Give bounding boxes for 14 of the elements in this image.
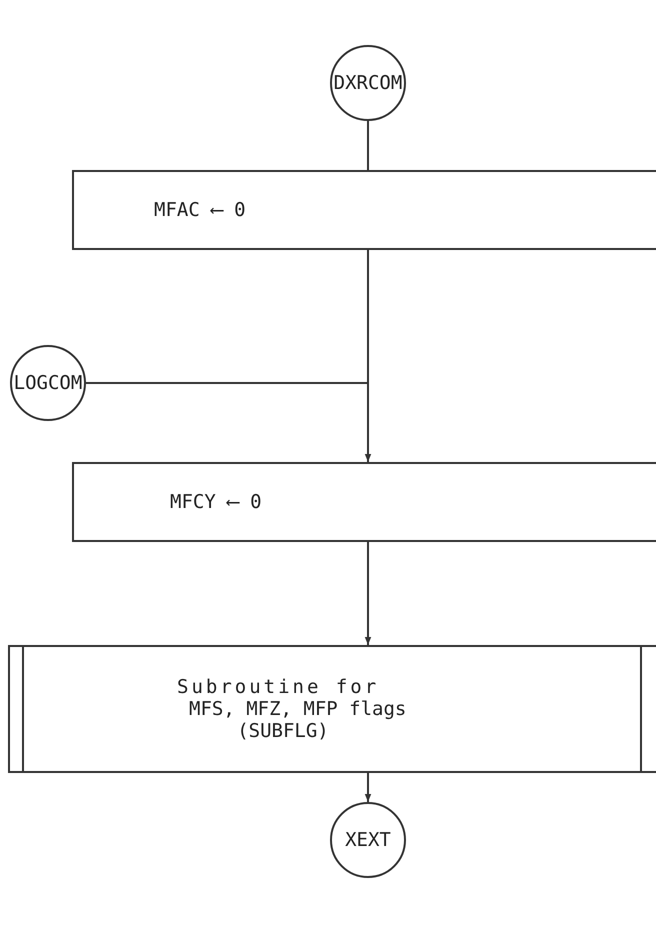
connector-line [364,542,372,645]
step-text: MFCY ⟵ 0 [170,491,262,513]
connector-line [86,382,372,462]
connector-line [367,121,369,170]
connector-line [364,773,372,802]
connector-label: LOGCOM [14,372,82,394]
step-text: (SUBFLG) [237,720,329,742]
step-text: Subroutine for MFS, MFZ, MFP flags [177,676,408,720]
process-box [72,170,656,250]
connector-label: XEXT [345,829,391,851]
step-text: MFAC ⟵ 0 [154,199,246,221]
subroutine-box [8,645,656,773]
process-box [72,462,656,542]
connector-label: DXRCOM [334,72,402,94]
